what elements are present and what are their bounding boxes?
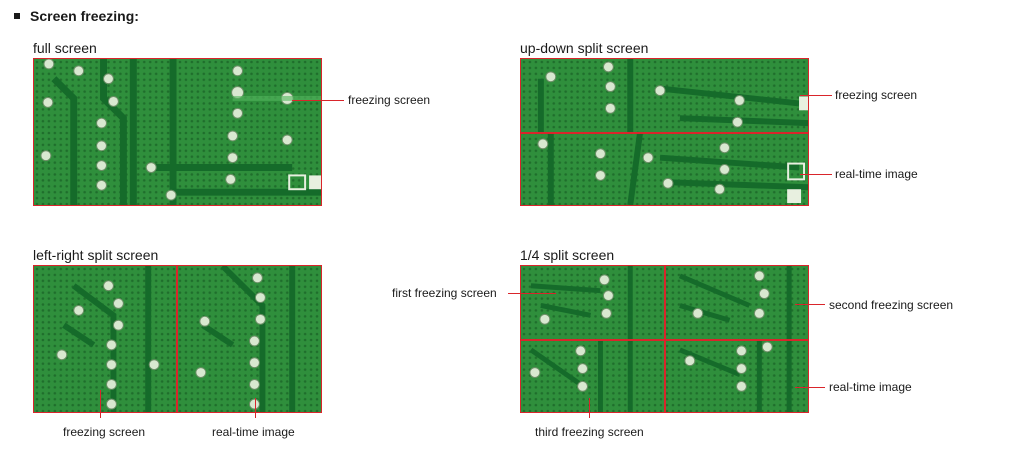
leftright-freezing-label: freezing screen xyxy=(63,425,146,439)
quarter-realtime-label: real-time image xyxy=(829,380,912,394)
updown-realtime-label: real-time image xyxy=(835,167,918,181)
quarter-second-label: second freezing screen xyxy=(829,298,954,312)
leftright-left-leader xyxy=(100,390,101,418)
section-heading-text: Screen freezing: xyxy=(30,8,139,24)
quarter-image xyxy=(520,265,809,413)
quarter-caption: 1/4 split screen xyxy=(520,247,615,263)
full-screen-image xyxy=(33,58,322,206)
updown-freezing-label: freezing screen xyxy=(835,88,918,102)
updown-divider xyxy=(521,132,808,134)
quarter-third-leader xyxy=(589,398,590,418)
leftright-divider xyxy=(176,266,178,412)
full-freezing-label: freezing screen xyxy=(348,93,431,107)
updown-bottom-leader xyxy=(800,174,832,175)
leftright-image xyxy=(33,265,322,413)
updown-caption: up-down split screen xyxy=(520,40,649,56)
leftright-right-leader xyxy=(255,398,256,418)
quarter-realtime-leader xyxy=(795,387,825,388)
quarter-divider-v xyxy=(664,266,666,412)
section-heading: Screen freezing: xyxy=(14,8,139,24)
leftright-caption: left-right split screen xyxy=(33,247,159,263)
bullet-icon xyxy=(14,13,20,19)
updown-image xyxy=(520,58,809,206)
quarter-first-leader xyxy=(508,293,556,294)
full-freezing-leader xyxy=(292,100,344,101)
updown-top-leader xyxy=(800,95,832,96)
leftright-realtime-label: real-time image xyxy=(212,425,295,439)
full-screen-caption: full screen xyxy=(33,40,97,56)
quarter-second-leader xyxy=(795,304,825,305)
quarter-first-label: first freezing screen xyxy=(392,286,497,300)
quarter-third-label: third freezing screen xyxy=(535,425,644,439)
